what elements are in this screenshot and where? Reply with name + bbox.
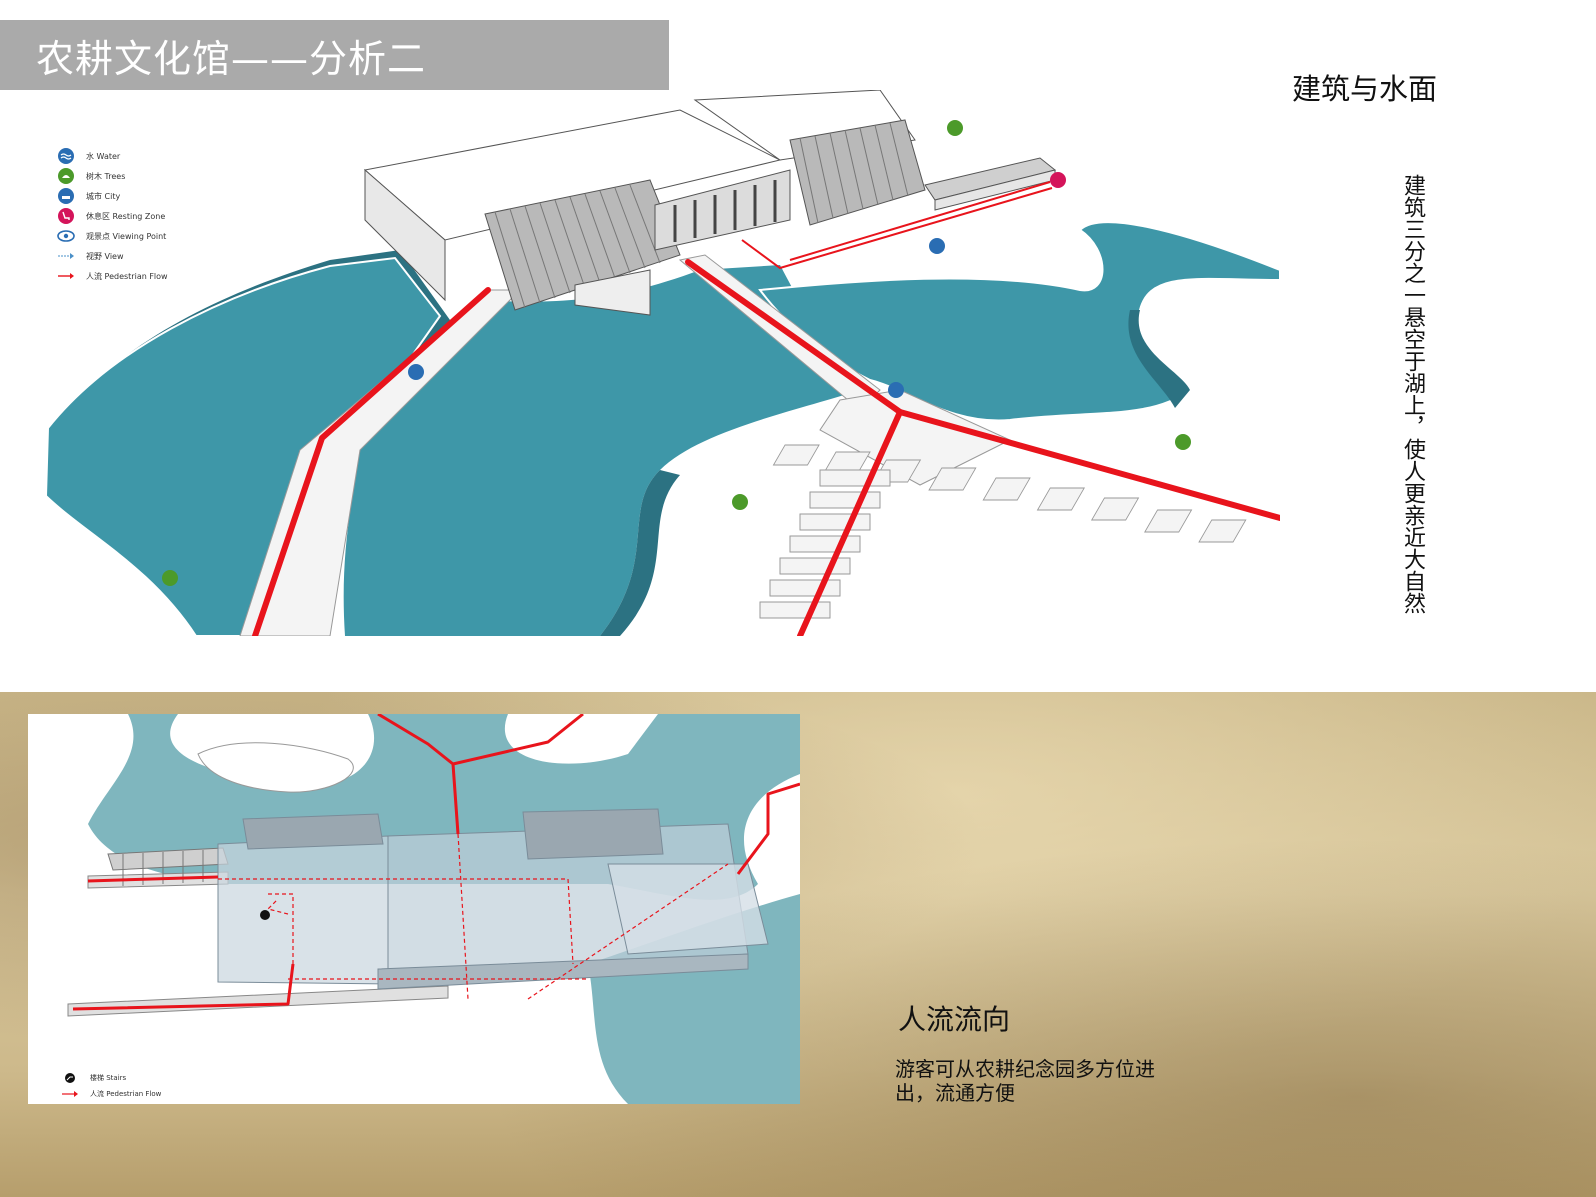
pedestrian-flow-dashed <box>218 833 729 1000</box>
water-icon <box>929 238 945 254</box>
water-icon <box>56 148 76 164</box>
legend-label: 人流 Pedestrian Flow <box>90 1090 162 1098</box>
resting-zone-icon <box>56 208 76 224</box>
walkway-left <box>67 985 449 1017</box>
pedestrian-flow-icon <box>56 268 76 284</box>
page-title: 农耕文化馆——分析二 <box>36 37 427 81</box>
legend-item-resting-zone: 休息区 Resting Zone <box>56 206 168 226</box>
legend-item-view: 视野 View <box>56 246 168 266</box>
island-top <box>197 742 354 793</box>
legend-item-city: 城市 City <box>56 186 168 206</box>
tree-icon <box>732 494 748 510</box>
pedestrian-flow-thin <box>741 181 1053 270</box>
section-description-vertical: 建筑三分之一悬空于湖上，使人更亲近大自然 <box>1400 174 1425 614</box>
building-transparent <box>217 808 769 990</box>
lake-right-shadow <box>1128 310 1190 408</box>
lake-center-shadow <box>600 470 680 636</box>
building-flow-diagram <box>28 714 800 1104</box>
legend-bottom: 楼梯 Stairs 人流 Pedestrian Flow <box>60 1070 161 1102</box>
water-markers <box>408 238 945 398</box>
legend-label: 观景点 Viewing Point <box>86 231 167 241</box>
tree-icon <box>947 120 963 136</box>
legend-item-stairs: 楼梯 Stairs <box>60 1070 161 1086</box>
city-icon <box>888 382 904 398</box>
pedestrian-flow-icon <box>60 1086 80 1102</box>
legend-top: 水 Water 树木 Trees 城市 City 休息区 Resting Zon… <box>56 146 168 286</box>
legend-item-viewing-point: 观景点 Viewing Point <box>56 226 168 246</box>
building-model <box>363 90 1057 316</box>
tree-icon <box>162 570 178 586</box>
tree-markers <box>162 120 1191 586</box>
water-icon <box>408 364 424 380</box>
legend-label: 楼梯 Stairs <box>90 1074 127 1082</box>
legend-label: 人流 Pedestrian Flow <box>86 271 168 281</box>
tree-icon <box>1175 434 1191 450</box>
legend-item-pedestrian-flow: 人流 Pedestrian Flow <box>60 1086 161 1102</box>
pedestrian-flow-lines <box>72 714 800 1011</box>
resting-zone-icon <box>1050 172 1066 188</box>
section-heading-pedestrian-flow: 人流流向 <box>898 1003 1011 1036</box>
stairs-icon <box>60 1070 80 1086</box>
legend-label: 休息区 Resting Zone <box>86 211 166 221</box>
title-bar: 农耕文化馆——分析二 <box>0 20 669 91</box>
lake-left <box>44 256 442 636</box>
legend-label: 水 Water <box>86 151 121 161</box>
legend-item-water: 水 Water <box>56 146 168 166</box>
legend-item-trees: 树木 Trees <box>56 166 168 186</box>
section-description-pedestrian-flow: 游客可从农耕纪念园多方位进出，流通方便 <box>895 1057 1155 1105</box>
legend-label: 城市 City <box>86 191 121 201</box>
site-aerial-diagram <box>0 90 1280 636</box>
stairs-icon <box>260 910 270 920</box>
pedestrian-flow-lines <box>252 259 1280 636</box>
legend-label: 视野 View <box>86 251 124 261</box>
stepping-stones-right <box>772 444 1247 543</box>
legend-item-pedestrian-flow: 人流 Pedestrian Flow <box>56 266 168 286</box>
section-heading-building-water: 建筑与水面 <box>1292 72 1438 106</box>
lake-center <box>343 265 861 636</box>
tree-icon <box>56 168 76 184</box>
view-arrow-icon <box>56 248 76 264</box>
city-icon <box>56 188 76 204</box>
viewing-point-icon <box>56 228 76 244</box>
legend-label: 树木 Trees <box>86 171 126 181</box>
